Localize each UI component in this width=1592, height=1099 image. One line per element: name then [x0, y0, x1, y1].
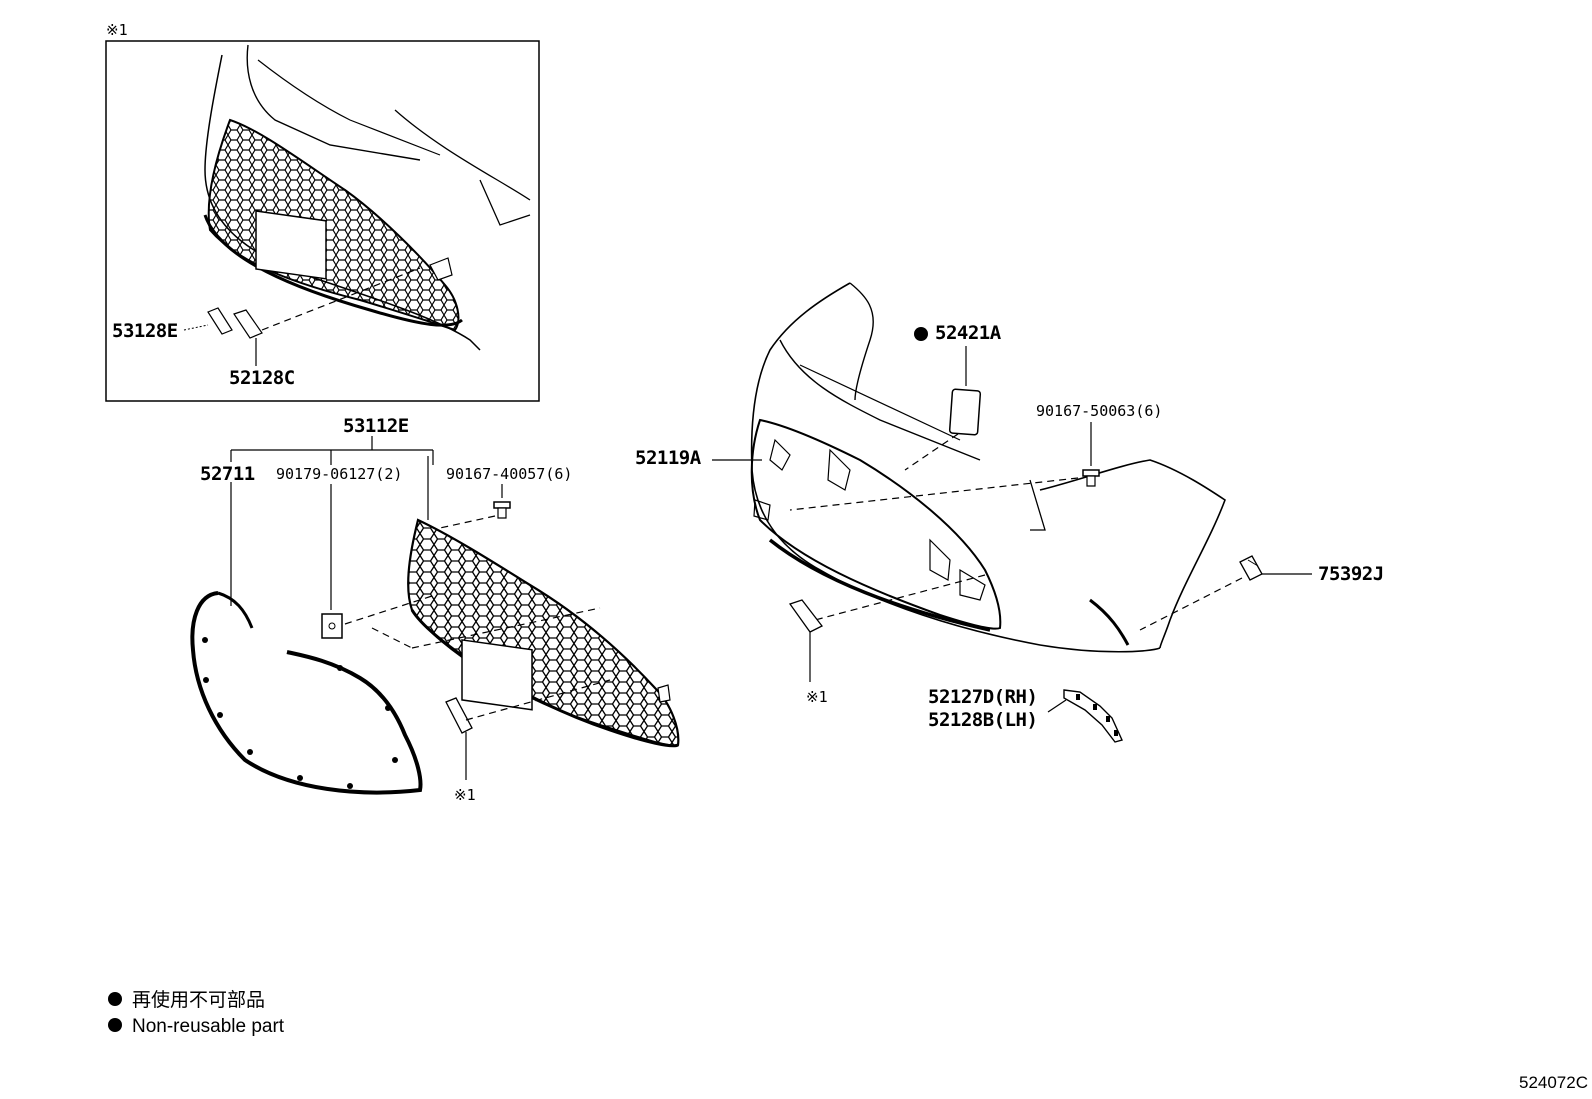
diagram-code: 524072C — [1518, 1073, 1588, 1092]
pad-52421A — [904, 346, 982, 471]
moulding-52711 — [190, 591, 423, 795]
legend-ja-text: 再使用不可部品 — [132, 990, 266, 1011]
grille-53112E — [371, 518, 680, 748]
legend-dot-icon — [108, 1017, 122, 1032]
retainer-52127D-52128B — [1047, 689, 1123, 743]
legend-en: Non-reusable part — [108, 1017, 284, 1036]
legend-ja: 再使用不可部品 — [108, 991, 265, 1010]
label-52119A: 52119A — [635, 447, 701, 469]
screw-90167-40057 — [439, 501, 511, 529]
label-52128B: 52128B(LH) — [928, 709, 1038, 731]
label-75392J: 75392J — [1318, 563, 1384, 585]
bracket-ref1-left — [445, 679, 611, 780]
label-52711: 52711 — [200, 463, 255, 485]
bracket-ref1-right — [788, 599, 823, 682]
screw-90167-50063 — [1082, 422, 1100, 487]
legend-dot-icon — [108, 991, 122, 1006]
label-53112E: 53112E — [343, 415, 409, 437]
label-90167-40057: 90167-40057(6) — [446, 465, 573, 483]
non-reusable-marker — [914, 327, 928, 341]
emblem-75392J — [1139, 555, 1312, 631]
label-53128E: 53128E — [112, 320, 178, 342]
label-52421A: 52421A — [935, 322, 1001, 344]
label-52128C: 52128C — [229, 367, 295, 389]
label-90167-50063: 90167-50063(6) — [1036, 402, 1163, 420]
ref-marker-right: ※1 — [806, 688, 828, 706]
bumper-52119A — [712, 282, 1226, 653]
ref-marker-left: ※1 — [454, 786, 476, 804]
inset-marker: ※1 — [106, 21, 128, 39]
inset-view — [105, 40, 540, 402]
legend-en-text: Non-reusable part — [132, 1016, 285, 1037]
label-90179-06127: 90179-06127(2) — [276, 465, 403, 483]
leader-lines-53112E — [230, 436, 503, 610]
label-52127D: 52127D(RH) — [928, 686, 1038, 708]
